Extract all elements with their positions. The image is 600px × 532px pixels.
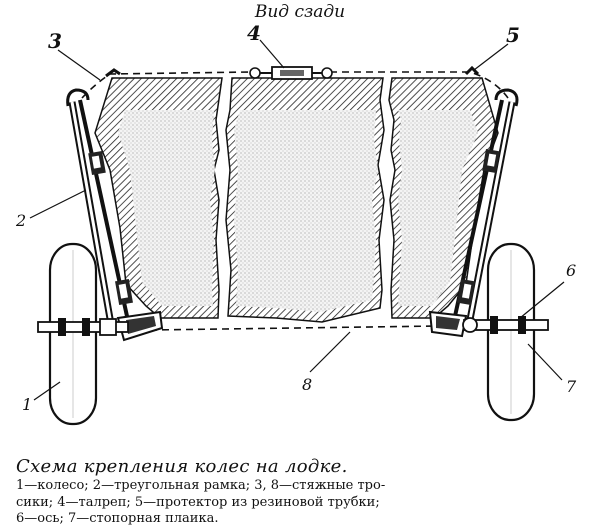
left-triangular-frame xyxy=(66,88,164,342)
left-axle xyxy=(37,318,129,336)
legend-line: сики; 4—талреп; 5—протектор из резиновой… xyxy=(16,494,380,510)
bottom-cable xyxy=(149,325,441,331)
right-axle xyxy=(462,316,549,334)
callout-6: 6 xyxy=(566,261,576,280)
view-title: Вид сзади xyxy=(254,2,346,22)
callout-7: 7 xyxy=(566,377,577,396)
callout-8: 8 xyxy=(302,375,312,394)
leader-lines xyxy=(29,39,565,401)
protector-left xyxy=(105,68,121,78)
callout-1: 1 xyxy=(22,395,32,414)
left-wheel xyxy=(48,242,98,426)
callout-2: 2 xyxy=(15,211,26,230)
figure-caption: Схема крепления колес на лодке. xyxy=(16,456,348,477)
callout-5: 5 xyxy=(506,23,520,47)
figure-legend: 1—колесо; 2—треугольная рамка; 3, 8—стяж… xyxy=(16,478,586,528)
right-triangular-frame xyxy=(428,88,519,338)
callout-3: 3 xyxy=(48,29,62,53)
boat-hull xyxy=(94,77,499,323)
legend-line: 1—колесо; 2—треугольная рамка; 3, 8—стяж… xyxy=(16,478,386,493)
callout-4: 4 xyxy=(247,21,261,45)
legend-line: 6—ось; 7—стопорная плаика. xyxy=(16,511,219,526)
turnbuckle xyxy=(249,66,333,80)
protector-right xyxy=(464,65,480,76)
right-wheel xyxy=(486,242,536,422)
